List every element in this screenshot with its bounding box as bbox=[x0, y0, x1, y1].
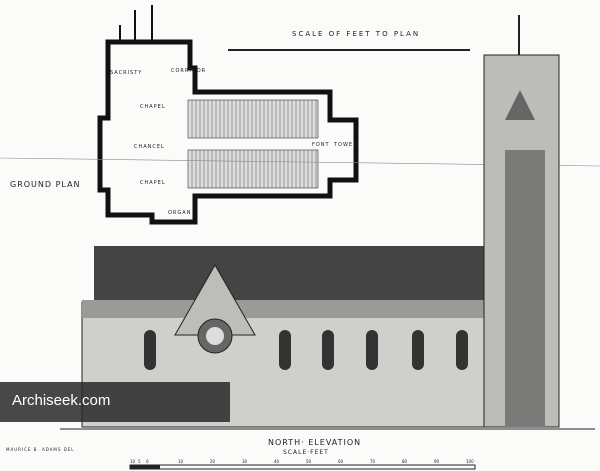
scale-tick: 60 bbox=[338, 459, 344, 464]
window bbox=[456, 330, 468, 370]
room-label-font: FONT bbox=[312, 142, 330, 148]
room-label-chapel-2: CHAPEL bbox=[140, 180, 166, 186]
plan-title: GROUND PLAN bbox=[10, 180, 81, 189]
pews bbox=[187, 99, 319, 189]
elevation-scale-bar bbox=[129, 464, 476, 470]
scale-tick: 0 bbox=[146, 459, 149, 464]
room-label-chapel: CHAPEL bbox=[140, 104, 166, 110]
scale-tick: 80 bbox=[402, 459, 408, 464]
scale-tick: 70 bbox=[370, 459, 376, 464]
scale-tick: 5 bbox=[138, 459, 141, 464]
room-label-tower: TOWER bbox=[334, 142, 358, 148]
scale-tick: 20 bbox=[210, 459, 216, 464]
window bbox=[144, 330, 156, 370]
scale-tick: 10 bbox=[178, 459, 184, 464]
window bbox=[366, 330, 378, 370]
scale-tick: 50 bbox=[306, 459, 312, 464]
watermark-text: Archiseek.com bbox=[12, 392, 111, 409]
watermark: Archiseek.com bbox=[0, 382, 230, 422]
plan-scale-title: SCALE OF FEET TO PLAN bbox=[292, 30, 421, 38]
north-elevation bbox=[60, 15, 595, 430]
room-label-organ: ORGAN bbox=[168, 210, 192, 216]
scale-tick: 90 bbox=[434, 459, 440, 464]
credit: MAURICE B. ADAMS DEL bbox=[6, 447, 75, 452]
room-label-corridor: CORRIDOR bbox=[171, 68, 207, 74]
elevation-scale-title: SCALE·FEET bbox=[283, 449, 329, 456]
window bbox=[322, 330, 334, 370]
ground-plan bbox=[97, 5, 359, 225]
scale-tick: 10 bbox=[130, 459, 136, 464]
scale-tick: 100 bbox=[466, 459, 474, 464]
window bbox=[279, 330, 291, 370]
scale-tick: 40 bbox=[274, 459, 280, 464]
scale-tick: 30 bbox=[242, 459, 248, 464]
room-label-chancel: CHANCEL bbox=[134, 144, 165, 150]
elevation-title: NORTH· ELEVATION bbox=[268, 438, 362, 447]
window bbox=[412, 330, 424, 370]
room-label-sacristy: SACRISTY bbox=[110, 70, 143, 76]
